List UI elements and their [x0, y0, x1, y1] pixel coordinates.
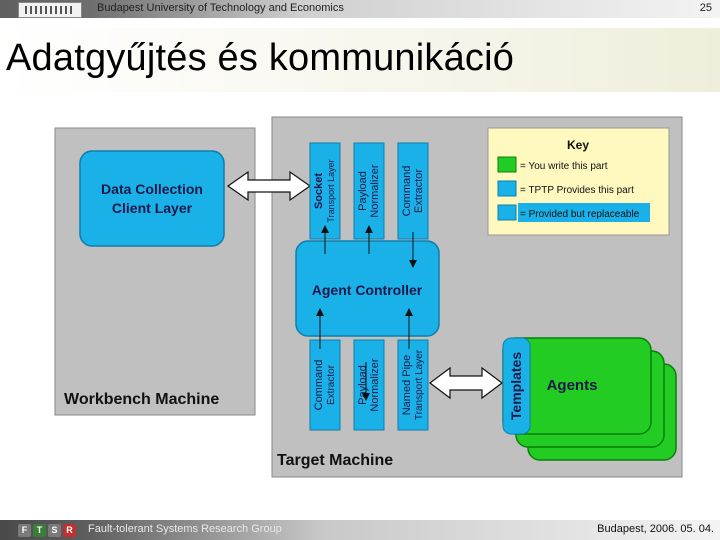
top-module-3-line1: Command	[401, 166, 413, 217]
bottom-module-3-line2: Transport Layer	[414, 349, 425, 420]
client-layer-box	[79, 150, 225, 247]
top-module-2-line2: Normalizer	[369, 164, 381, 218]
payload-normalizer-module-bottom	[353, 339, 385, 431]
agent-controller-label: Agent Controller	[312, 282, 423, 298]
bottom-module-1-line2: Extractor	[326, 364, 337, 405]
named-pipe-module	[397, 339, 429, 431]
logo-letter: R	[63, 523, 76, 537]
university-logo	[18, 2, 82, 18]
key-swatch-green	[497, 156, 517, 173]
header-bar	[0, 0, 720, 18]
client-layer-label-line2: Client Layer	[112, 200, 193, 216]
key-title: Key	[567, 138, 589, 152]
top-module-2-line1: Payload	[357, 171, 369, 211]
workbench-label: Workbench Machine	[64, 391, 219, 408]
footer-date: Budapest, 2006. 05. 04.	[597, 523, 714, 535]
bottom-module-3-line1: Named Pipe	[401, 355, 413, 416]
agent-controller-box	[295, 240, 440, 337]
top-module-1-line2: Transport Layer	[326, 159, 336, 222]
bottom-module-2-line1: Payload	[357, 365, 369, 405]
slide-title: Adatgyűjtés és kommunikáció	[6, 37, 515, 79]
templates-label: Templates	[508, 352, 524, 420]
key-item-1: = You write this part	[520, 161, 608, 172]
logo-letter: T	[33, 523, 46, 537]
logo-letter: F	[18, 523, 31, 537]
header-institution: Budapest University of Technology and Ec…	[97, 2, 344, 14]
bottom-module-1-line1: Command	[313, 360, 325, 411]
key-replaceable-fill	[518, 203, 650, 222]
key-item-2: = TPTP Provides this part	[520, 185, 634, 196]
bottom-modules: Command Extractor Payload Normalizer Nam…	[309, 339, 429, 431]
client-layer-label-line1: Data Collection	[101, 181, 203, 197]
payload-normalizer-module-top	[353, 142, 385, 240]
socket-transport-module	[309, 142, 341, 240]
command-extractor-module-bottom	[309, 339, 341, 431]
page-number: 25	[699, 2, 712, 14]
top-modules: Socket Transport Layer Payload Normalize…	[309, 142, 429, 240]
key-swatch-blue-2	[497, 204, 517, 221]
key-swatch-blue-1	[497, 180, 517, 197]
title-band	[0, 28, 720, 92]
footer-bar	[0, 520, 720, 540]
templates-strip	[502, 337, 531, 435]
ftsrg-logo: F T S R	[18, 523, 80, 537]
top-module-1-line1: Socket	[313, 173, 325, 209]
target-label: Target Machine	[277, 452, 393, 469]
logo-letter: S	[48, 523, 61, 537]
bottom-module-2-line2: Normalizer	[369, 358, 381, 412]
agents-label: Agents	[547, 377, 598, 394]
command-extractor-module-top	[397, 142, 429, 240]
pipe-agents-arrow	[429, 366, 503, 400]
key-item-3: = Provided but replaceable	[520, 209, 640, 220]
top-module-3-line2: Extractor	[413, 169, 425, 213]
footer-group: Fault-tolerant Systems Research Group	[88, 523, 282, 535]
